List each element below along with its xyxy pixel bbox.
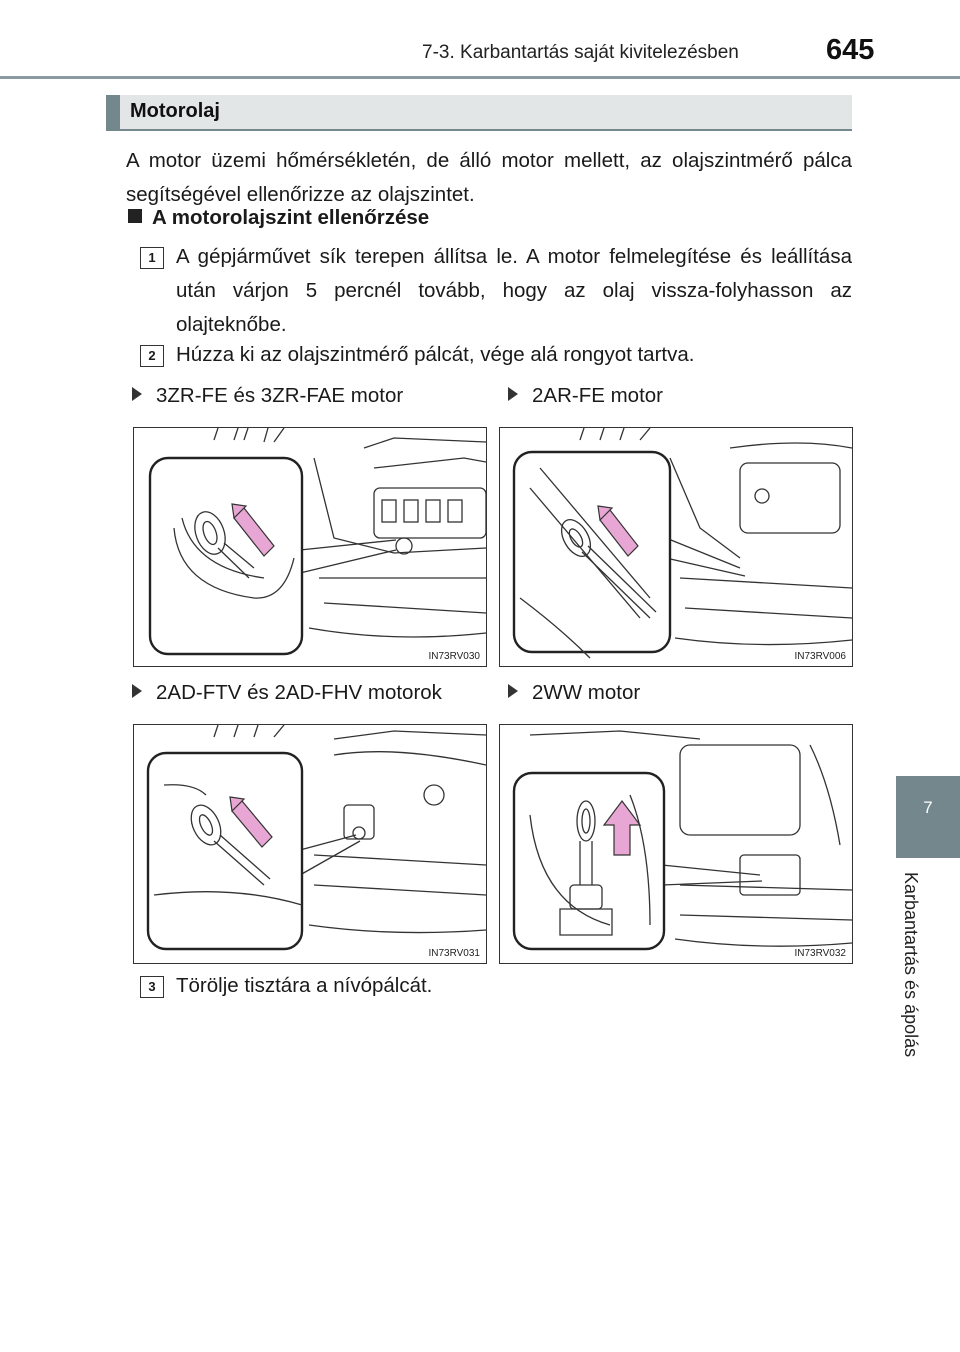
- figure-caption-4: 2WW motor: [508, 681, 640, 705]
- step-text: Húzza ki az olajszintmérő pálcát, vége a…: [176, 343, 695, 366]
- square-bullet-icon: [128, 209, 142, 223]
- step-number: 1: [140, 247, 164, 269]
- figure-code: IN73RV006: [794, 651, 846, 662]
- triangle-bullet-icon: [508, 387, 518, 401]
- header-rule: [0, 76, 960, 79]
- subheading: A motorolajszint ellenőrzése: [128, 206, 429, 230]
- triangle-bullet-icon: [132, 387, 142, 401]
- page-number: 645: [826, 34, 875, 66]
- engine-illustration: [146, 725, 486, 951]
- step-number: 2: [140, 345, 164, 367]
- subheading-text: A motorolajszint ellenőrzése: [152, 206, 430, 229]
- chapter-number: 7: [923, 798, 933, 817]
- figure-engine-2ww: IN73RV032: [499, 724, 853, 964]
- figure-code: IN73RV031: [428, 948, 480, 959]
- chapter-label-text: Karbantartás és ápolás: [901, 872, 921, 1058]
- engine-illustration: [512, 428, 852, 659]
- triangle-bullet-icon: [508, 684, 518, 698]
- figure-caption-1: 3ZR-FE és 3ZR-FAE motor: [132, 384, 403, 408]
- engine-illustration: [148, 428, 486, 656]
- figure-caption-2: 2AR-FE motor: [508, 384, 663, 408]
- step-1: 1 A gépjárművet sík terepen állítsa le. …: [140, 240, 852, 344]
- step-3: 3 Törölje tisztára a nívópálcát.: [140, 969, 852, 1003]
- section-bar-underline: [106, 129, 852, 131]
- step-2: 2 Húzza ki az olajszintmérő pálcát, vége…: [140, 338, 852, 372]
- section-title: Motorolaj: [130, 100, 220, 122]
- figure-engine-2ad: IN73RV031: [133, 724, 487, 964]
- triangle-bullet-icon: [132, 684, 142, 698]
- intro-paragraph: A motor üzemi hőmérsékletén, de álló mot…: [126, 149, 852, 206]
- figure-engine-2ar: IN73RV006: [499, 427, 853, 667]
- figure-caption-3: 2AD-FTV és 2AD-FHV motorok: [132, 681, 442, 705]
- figure-code: IN73RV032: [794, 948, 846, 959]
- section-bar-stripe: [106, 95, 120, 129]
- step-text: Törölje tisztára a nívópálcát.: [176, 974, 433, 997]
- header-section-title: 7-3. Karbantartás saját kivitelezésben: [422, 42, 739, 63]
- section-bar: Motorolaj: [106, 95, 852, 131]
- figure-engine-3zr: IN73RV030: [133, 427, 487, 667]
- step-text: A gépjárművet sík terepen állítsa le. A …: [176, 245, 852, 336]
- engine-illustration: [512, 730, 852, 951]
- chapter-side-label: Karbantartás és ápolás: [901, 872, 936, 1082]
- chapter-tab: 7: [896, 776, 960, 858]
- step-number: 3: [140, 976, 164, 998]
- figure-code: IN73RV030: [428, 651, 480, 662]
